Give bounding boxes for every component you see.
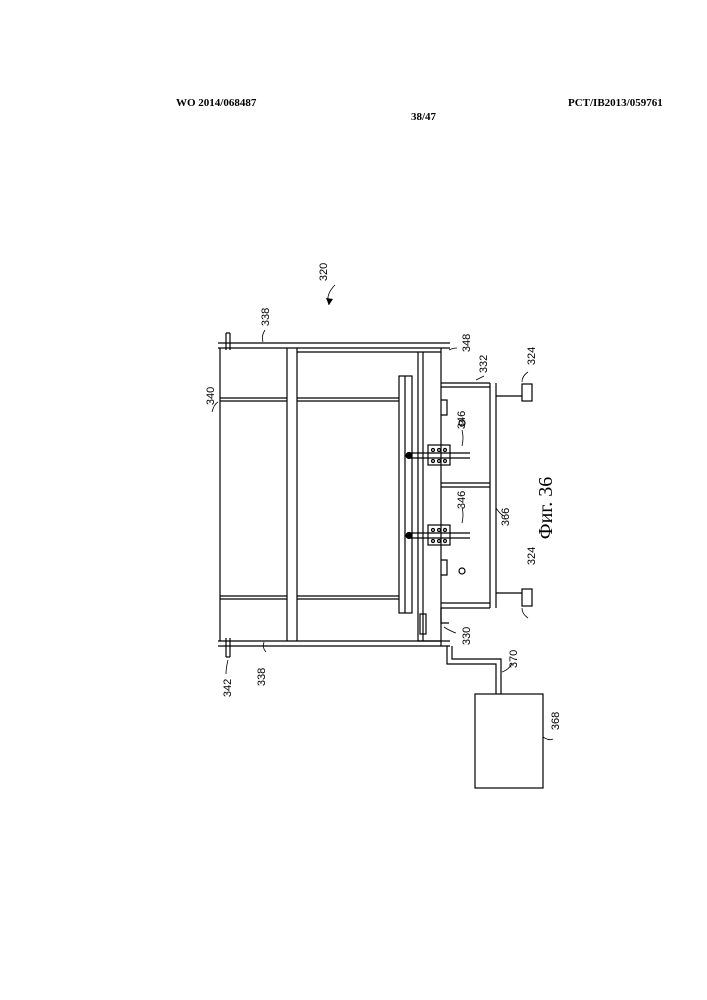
ref-320: 320	[318, 263, 330, 281]
ref-342: 342	[222, 679, 234, 697]
ref-346-bottom: 346	[456, 491, 468, 509]
ref-338-bottom: 338	[256, 668, 268, 686]
ref-332: 332	[478, 355, 490, 373]
ref-370: 370	[508, 650, 520, 668]
ref-324-top: 324	[526, 347, 538, 365]
ref-348: 348	[461, 334, 473, 352]
base-frame	[418, 348, 441, 646]
ref-346-top: 346	[456, 411, 468, 429]
figure-caption: Фиг. 36	[535, 477, 557, 539]
ref-366: 366	[500, 508, 512, 526]
tank-body	[220, 348, 418, 641]
ref-368: 368	[550, 712, 562, 730]
ref-340: 340	[205, 387, 217, 405]
assembly-arrow-head	[326, 298, 333, 305]
stand	[441, 383, 522, 623]
clamp-top	[406, 445, 470, 465]
foot-bottom	[522, 589, 532, 606]
ref-338-top: 338	[260, 308, 272, 326]
bottom-rail	[218, 638, 450, 657]
ref-330: 330	[461, 627, 473, 645]
foot-top	[522, 384, 532, 401]
controller-box	[475, 694, 543, 788]
ref-324-bottom: 324	[526, 547, 538, 565]
pipe	[447, 646, 501, 694]
clamp-bottom	[406, 525, 470, 545]
inner-rack	[399, 376, 426, 634]
top-rail	[218, 333, 450, 350]
